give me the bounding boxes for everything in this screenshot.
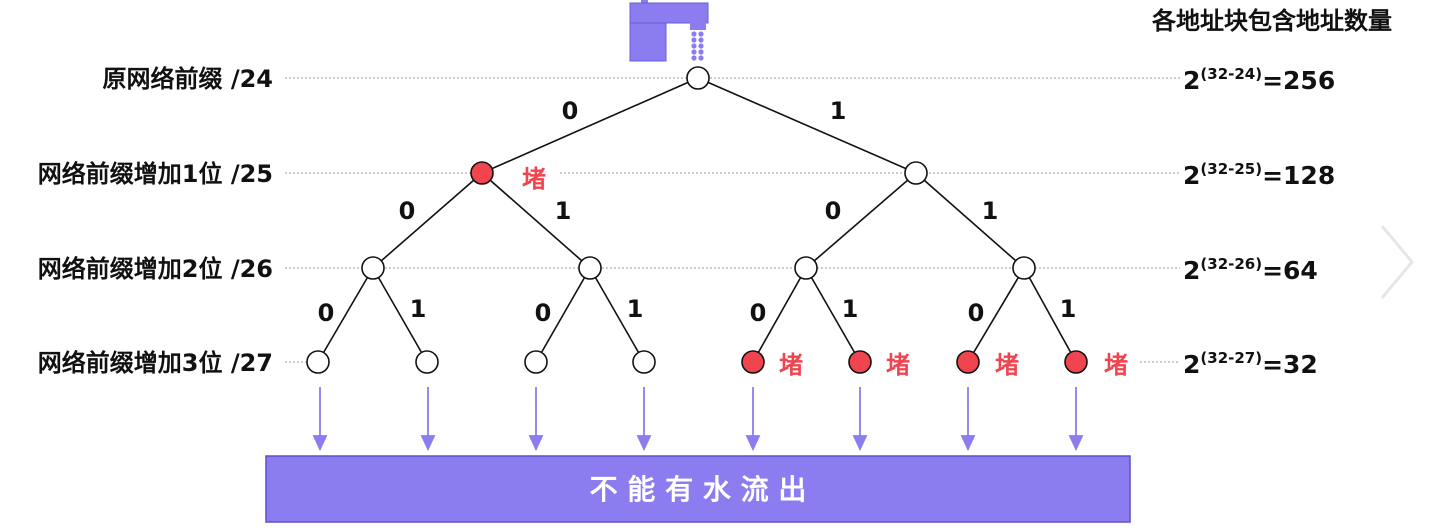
tree-node: [361, 256, 385, 280]
edge-label-0: 0: [750, 299, 767, 327]
flow-arrows: [312, 387, 1084, 452]
address-count-26: 2(32-26)=64: [1183, 255, 1318, 285]
tree-node-leaf: [632, 350, 656, 374]
edge-label-0: 0: [399, 197, 416, 225]
outlet-label: 不 能 有 水 流 出: [590, 473, 807, 506]
tree-node-leaf: [306, 350, 330, 374]
tree-node: [1012, 256, 1036, 280]
level-label-24: 原网络前缀 /24: [102, 65, 273, 93]
tree-nodes: [306, 66, 1088, 374]
tree-node-leaf-blocked: [956, 350, 980, 374]
blocked-label: 堵: [1104, 351, 1128, 379]
edge-label-1: 1: [1060, 295, 1077, 323]
address-count-24: 2(32-24)=256: [1183, 65, 1335, 95]
address-counts: 2(32-24)=256 2(32-25)=128 2(32-26)=64 2(…: [1183, 65, 1335, 379]
edge-label-1: 1: [982, 197, 999, 225]
blocked-label: 堵: [522, 165, 546, 193]
edge-label-1: 1: [627, 295, 644, 323]
edge-label-1: 1: [842, 295, 859, 323]
faucet-icon: [629, 0, 709, 62]
address-count-25: 2(32-25)=128: [1183, 160, 1335, 190]
tree-node-root: [686, 66, 710, 90]
edge-label-1: 1: [410, 295, 427, 323]
level-label-25: 网络前缀增加1位 /25: [38, 160, 273, 188]
blocked-label: 堵: [995, 351, 1019, 379]
tree-node-blocked: [470, 161, 494, 185]
edge-labels: 0 1 0 1 0 1 0 1 0 1 0 1 0 1: [318, 97, 1077, 327]
level-label-27: 网络前缀增加3位 /27: [38, 349, 273, 377]
edge-label-0: 0: [825, 197, 842, 225]
address-count-27: 2(32-27)=32: [1183, 349, 1318, 379]
edge-label-0: 0: [968, 299, 985, 327]
level-label-26: 网络前缀增加2位 /26: [38, 255, 273, 283]
edge-label-1: 1: [555, 197, 572, 225]
tree-node: [904, 161, 928, 185]
level-guide-lines: [285, 77, 1180, 363]
edge-label-0: 0: [562, 97, 579, 125]
chevron-right-icon[interactable]: [1372, 222, 1422, 302]
blocked-label: 堵: [886, 351, 910, 379]
tree-edges: [317, 77, 1077, 363]
blocked-label: 堵: [779, 351, 803, 379]
tree-node-leaf-blocked: [1064, 350, 1088, 374]
edge-label-0: 0: [535, 299, 552, 327]
address-count-header: 各地址块包含地址数量: [1151, 7, 1392, 35]
tree-node-leaf: [415, 350, 439, 374]
edge-label-0: 0: [318, 299, 335, 327]
tree-node: [794, 256, 818, 280]
tree-node-leaf-blocked: [848, 350, 872, 374]
blocked-labels: 堵 堵 堵 堵 堵: [522, 165, 1128, 379]
tree-node-leaf: [524, 350, 548, 374]
tree-node: [578, 256, 602, 280]
tree-node-leaf-blocked: [741, 350, 765, 374]
outlet-bar: 不 能 有 水 流 出: [265, 455, 1131, 523]
level-labels: 原网络前缀 /24 网络前缀增加1位 /25 网络前缀增加2位 /26 网络前缀…: [38, 65, 273, 377]
edge-label-1: 1: [830, 97, 847, 125]
